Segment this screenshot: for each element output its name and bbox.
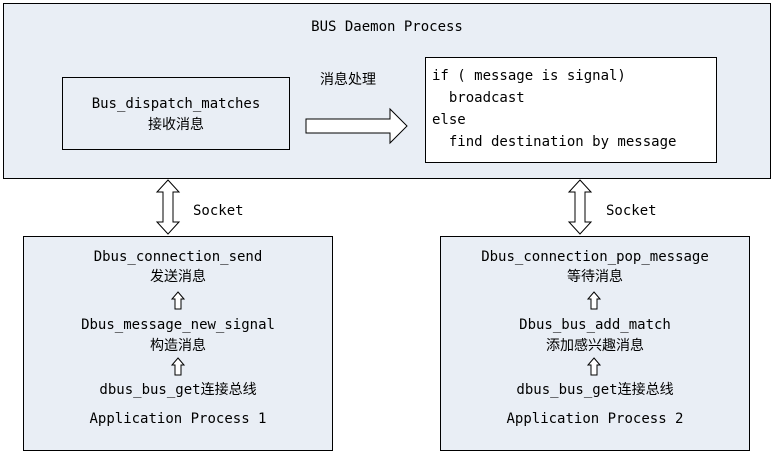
app-process-2-box xyxy=(440,236,750,451)
app1-desc-construct: 构造消息 xyxy=(150,338,206,354)
app-process-1-box xyxy=(23,236,333,451)
app2-desc-add-interest: 添加感兴趣消息 xyxy=(546,338,644,354)
socket-arrow-left xyxy=(155,179,181,235)
dispatch-matches-desc: 接收消息 xyxy=(148,117,204,133)
app1-fn-new-signal: Dbus_message_new_signal xyxy=(81,317,275,333)
dispatch-matches-box xyxy=(62,77,290,150)
code-line-find-destination: find destination by message xyxy=(432,134,677,150)
dispatch-matches-label: Bus_dispatch_matches xyxy=(91,96,261,112)
socket-label-right: Socket xyxy=(606,203,657,219)
app2-up-arrow-2 xyxy=(586,357,602,376)
app2-fn-add-match: Dbus_bus_add_match xyxy=(519,317,671,333)
app1-fn-connection-send: Dbus_connection_send xyxy=(93,249,263,265)
dispatch-logic-box xyxy=(425,57,717,163)
app1-up-arrow-2 xyxy=(170,357,186,376)
socket-label-left: Socket xyxy=(193,203,244,219)
socket-arrow-right xyxy=(567,179,593,235)
app1-desc-send: 发送消息 xyxy=(150,269,206,285)
bus-daemon-title: BUS Daemon Process xyxy=(311,19,463,35)
app1-title: Application Process 1 xyxy=(89,411,267,427)
app1-fn-bus-get: dbus_bus_get连接总线 xyxy=(99,382,257,398)
app2-up-arrow-1 xyxy=(586,291,602,310)
app1-up-arrow-1 xyxy=(170,291,186,310)
code-line-broadcast: broadcast xyxy=(432,90,525,106)
message-processing-label: 消息处理 xyxy=(320,72,376,88)
app2-title: Application Process 2 xyxy=(506,411,684,427)
processing-arrow xyxy=(305,107,408,145)
app2-fn-pop-message: Dbus_connection_pop_message xyxy=(481,249,709,265)
app2-fn-bus-get: dbus_bus_get连接总线 xyxy=(516,382,674,398)
code-line-if: if ( message is signal) xyxy=(432,68,626,84)
app2-desc-wait: 等待消息 xyxy=(567,269,623,285)
code-line-else: else xyxy=(432,112,466,128)
